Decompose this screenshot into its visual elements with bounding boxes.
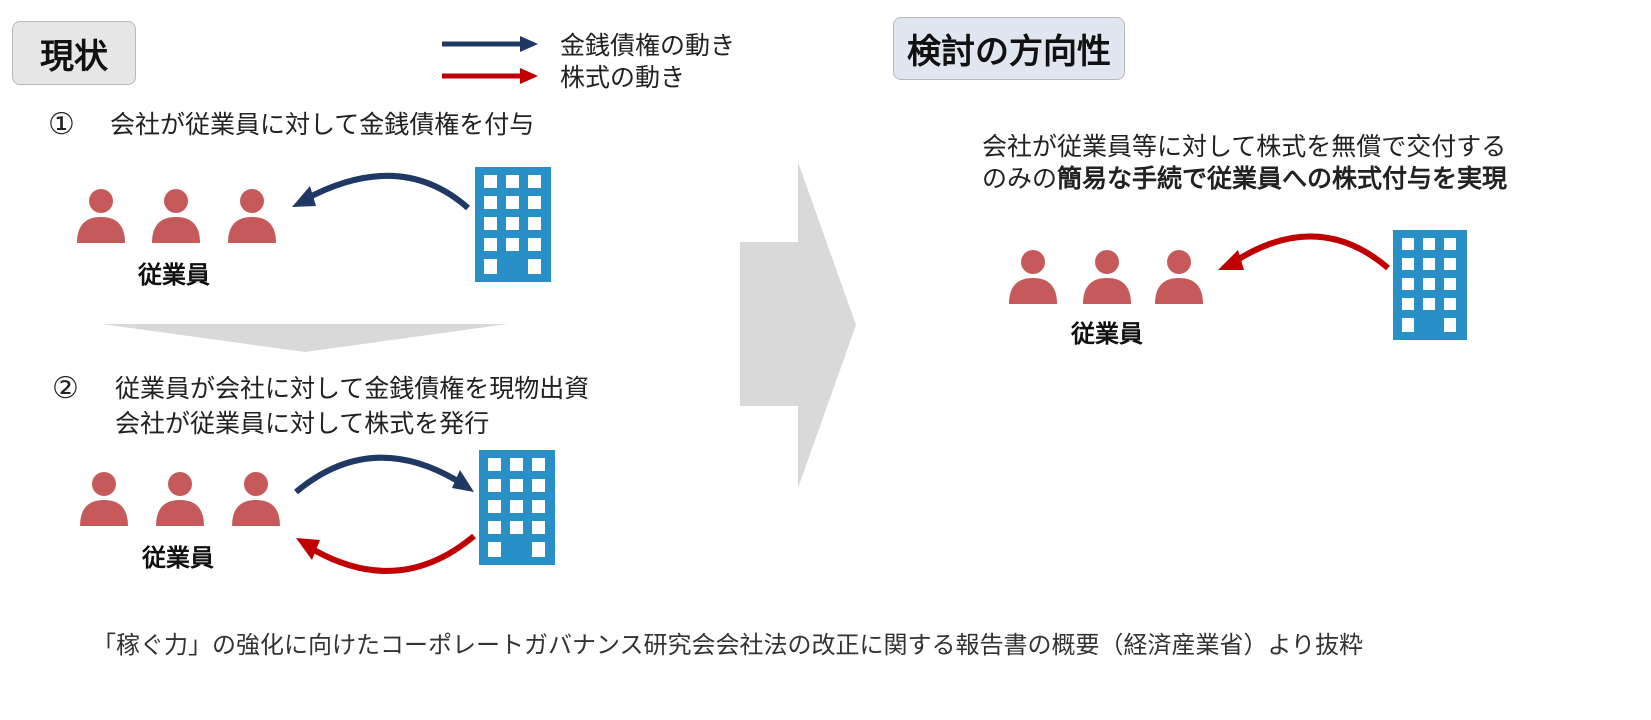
source-footnote: 「稼ぐ力」の強化に向けたコーポレートガバナンス研究会会社法の改正に関する報告書の…	[92, 631, 1364, 659]
money-flow-legend-arrow	[442, 36, 538, 52]
proposal-line2: のみの簡易な手続で従業員への株式付与を実現	[982, 166, 1507, 191]
step1-employees-caption: 従業員	[138, 261, 210, 289]
transition-arrow	[740, 162, 856, 488]
step1-money-arrow	[292, 173, 470, 211]
step1-marker: ①	[48, 107, 75, 142]
step2-money-arrow	[294, 454, 474, 495]
stock-flow-legend-arrow	[442, 68, 538, 84]
money-flow-legend-label: 金銭債権の動き	[560, 31, 736, 60]
proposal-line2-bold: 簡易な手続で従業員への株式付与を実現	[1057, 164, 1508, 193]
down-chevron-icon	[102, 324, 508, 352]
company-building-icon	[475, 167, 551, 282]
step2-line1: 従業員が会社に対して金銭債権を現物出資	[115, 374, 590, 403]
proposal-line2-plain: のみの	[982, 164, 1058, 193]
proposal-employees-caption: 従業員	[1071, 320, 1143, 348]
person-icon	[77, 189, 125, 243]
stock-flow-legend-label: 株式の動き	[560, 63, 686, 92]
company-building-icon	[1393, 230, 1467, 340]
current-state-label: 現状	[40, 36, 108, 77]
step2-stock-arrow	[296, 533, 476, 574]
step1-text: 会社が従業員に対して金銭債権を付与	[110, 110, 535, 139]
step2-marker: ②	[52, 371, 79, 406]
step2-employees-caption: 従業員	[142, 544, 214, 572]
step2-line2: 会社が従業員に対して株式を発行	[115, 409, 490, 438]
company-building-icon	[479, 450, 555, 565]
person-icon	[152, 189, 200, 243]
proposal-tag: 検討の方向性	[893, 17, 1125, 80]
person-icon	[1009, 250, 1057, 304]
person-icon	[80, 472, 128, 526]
person-icon	[228, 189, 276, 243]
current-state-tag: 現状	[12, 21, 136, 85]
proposal-label: 検討の方向性	[907, 32, 1111, 72]
person-icon	[156, 472, 204, 526]
proposal-line1: 会社が従業員等に対して株式を無償で交付する	[982, 132, 1507, 161]
proposal-stock-arrow	[1218, 233, 1390, 271]
person-icon	[1155, 250, 1203, 304]
person-icon	[1083, 250, 1131, 304]
person-icon	[232, 472, 280, 526]
